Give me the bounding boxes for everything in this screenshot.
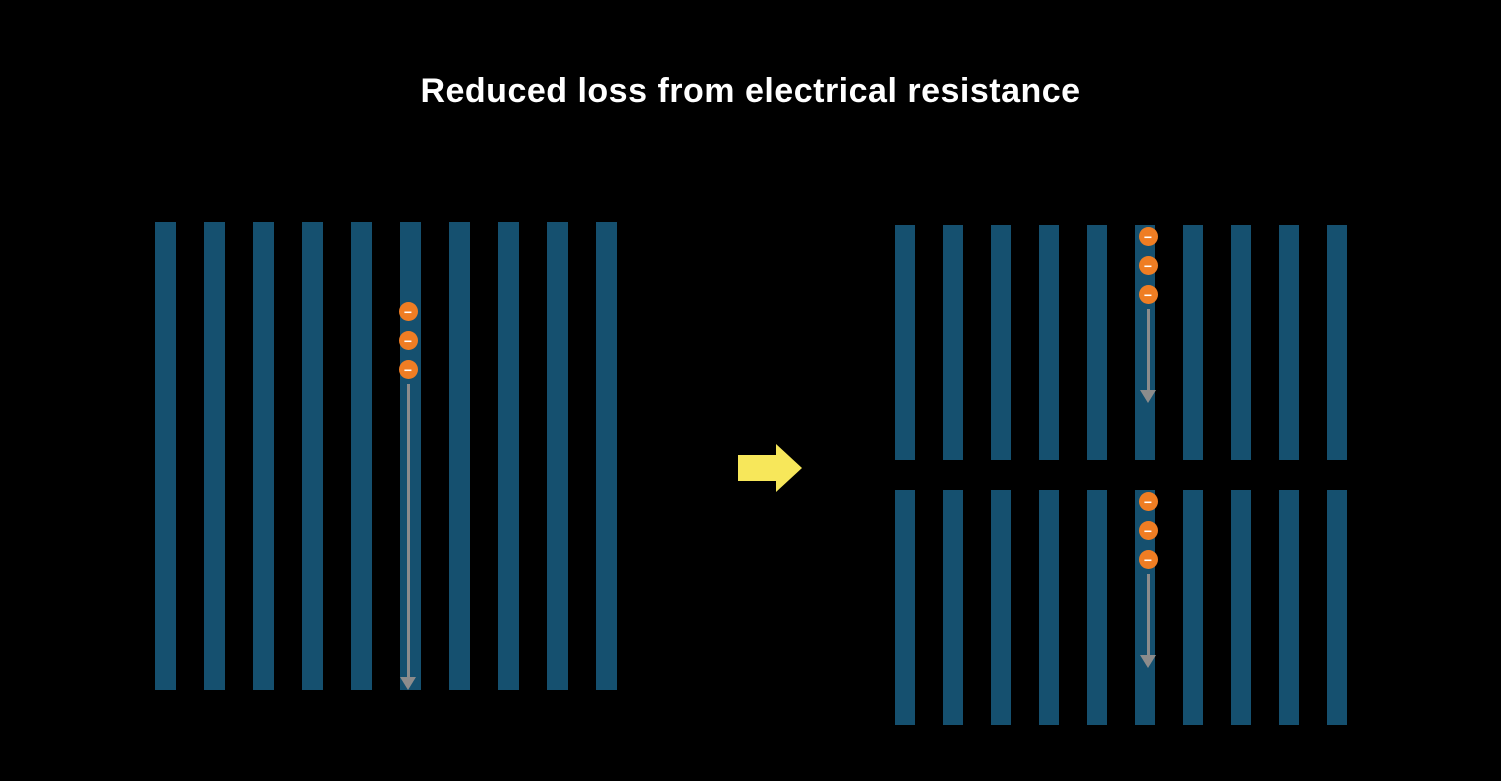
busbar-row-bottom: − − −: [895, 490, 1347, 725]
busbar-group: [895, 490, 1347, 725]
conductor-bar: [991, 490, 1011, 725]
busbar-group: [895, 225, 1347, 460]
electron-icon: −: [398, 360, 418, 379]
arrow-line: [406, 384, 410, 677]
arrow-shaft: [738, 455, 776, 481]
arrow-line: [1146, 309, 1150, 390]
electron-icon: −: [1138, 521, 1158, 540]
conductor-bar: [449, 222, 470, 690]
conductor-bar: [895, 490, 915, 725]
conductor-bar: [1327, 225, 1347, 460]
conductor-bar: [943, 225, 963, 460]
busbar-group: [155, 222, 617, 690]
conductor-bar: [1327, 490, 1347, 725]
electron-icon: −: [398, 331, 418, 350]
electron-icon: −: [398, 302, 418, 321]
conductor-bar: [547, 222, 568, 690]
right-arrow-icon: [738, 444, 802, 492]
electron-stack: − − −: [398, 302, 418, 379]
conductor-bar: [1279, 225, 1299, 460]
electron-flow: − − −: [1128, 492, 1168, 668]
conductor-bar: [351, 222, 372, 690]
conductor-bar: [302, 222, 323, 690]
down-arrow-icon: [400, 384, 416, 690]
electron-stack: − − −: [1138, 227, 1158, 304]
arrow-head: [1140, 390, 1156, 403]
electron-icon: −: [1138, 227, 1158, 246]
conductor-bar: [1183, 225, 1203, 460]
conductor-bar: [498, 222, 519, 690]
down-arrow-icon: [1140, 574, 1156, 668]
electron-flow: − − −: [388, 302, 428, 690]
conductor-bar: [1231, 490, 1251, 725]
conductor-bar: [155, 222, 176, 690]
conductor-bar: [1087, 490, 1107, 725]
arrow-head: [776, 444, 802, 492]
electron-icon: −: [1138, 492, 1158, 511]
conductor-bar: [991, 225, 1011, 460]
conductor-bar: [1039, 490, 1059, 725]
panel-split-busbar: − − − − − −: [895, 225, 1347, 725]
conductor-bar: [1087, 225, 1107, 460]
conductor-bar: [1231, 225, 1251, 460]
electron-icon: −: [1138, 256, 1158, 275]
down-arrow-icon: [1140, 309, 1156, 403]
conductor-bar: [943, 490, 963, 725]
conductor-bar: [895, 225, 915, 460]
electron-icon: −: [1138, 285, 1158, 304]
busbar-row-top: − − −: [895, 225, 1347, 460]
electron-stack: − − −: [1138, 492, 1158, 569]
conductor-bar: [204, 222, 225, 690]
arrow-line: [1146, 574, 1150, 655]
arrow-head: [400, 677, 416, 690]
conductor-bar: [1039, 225, 1059, 460]
arrow-head: [1140, 655, 1156, 668]
conductor-bar: [596, 222, 617, 690]
electron-flow: − − −: [1128, 227, 1168, 403]
conductor-bar: [1183, 490, 1203, 725]
electron-icon: −: [1138, 550, 1158, 569]
panel-single-busbar: − − −: [155, 222, 617, 690]
conductor-bar: [1279, 490, 1299, 725]
diagram-title: Reduced loss from electrical resistance: [420, 72, 1081, 110]
conductor-bar: [253, 222, 274, 690]
